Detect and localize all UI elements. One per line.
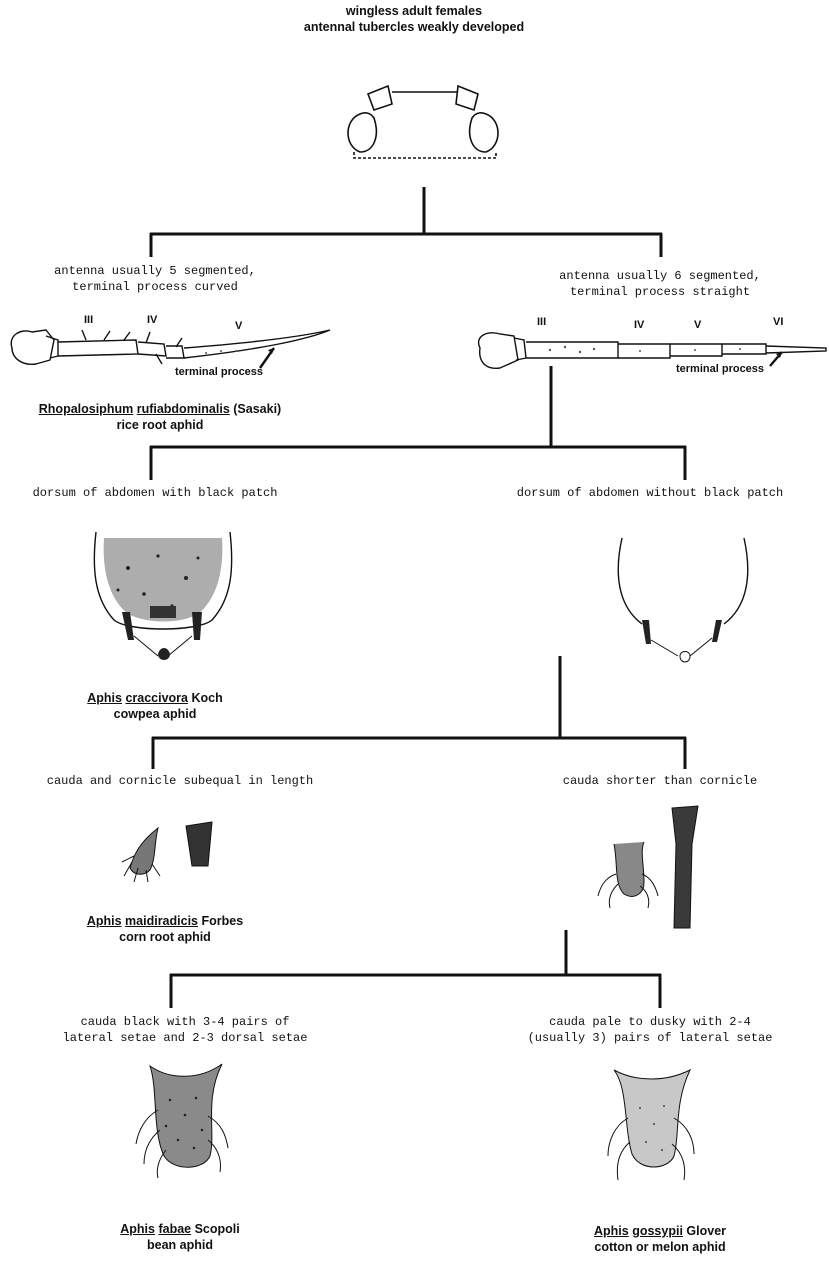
species-maidiradicis-common: corn root aphid (119, 930, 211, 944)
species-fabae-name: Aphis fabae Scopoli (120, 1222, 240, 1236)
antenna-6-segmented-figure (477, 332, 827, 369)
left-segment-V-label: V (235, 320, 243, 332)
couplet1-left-line2: terminal process curved (72, 280, 238, 294)
couplet1-right-line1: antenna usually 6 segmented, (559, 269, 761, 283)
species-gossypii-common: cotton or melon aphid (594, 1240, 726, 1254)
couplet1-left-line1: antenna usually 5 segmented, (54, 264, 256, 278)
species-craccivora-common: cowpea aphid (113, 707, 197, 721)
cauda-cornicle-subequal-figure (121, 821, 213, 883)
couplet3-right-text: cauda shorter than cornicle (562, 774, 758, 788)
couplet4-left-line2: lateral setae and 2-3 dorsal setae (62, 1031, 308, 1045)
species-maidiradicis-name: Aphis maidiradicis Forbes (86, 914, 244, 928)
right-terminal-process-label: terminal process (676, 363, 765, 375)
species-gossypii-name: Aphis gossypii Glover (593, 1224, 727, 1238)
left-segment-IV-label: IV (147, 314, 158, 326)
header-line-2: antennal tubercles weakly developed (303, 20, 525, 34)
couplet4-left-line1: cauda black with 3-4 pairs of (80, 1015, 290, 1029)
couplet2-left-text: dorsum of abdomen with black patch (32, 486, 278, 500)
right-segment-III-label: III (537, 316, 547, 328)
abdomen-with-black-patch-figure (93, 531, 233, 660)
right-segment-IV-label: IV (634, 319, 645, 331)
species-fabae-common: bean aphid (147, 1238, 213, 1252)
left-terminal-process-label: terminal process (175, 366, 264, 378)
couplet4-right-line1: cauda pale to dusky with 2-4 (549, 1015, 751, 1029)
right-segment-V-label: V (694, 319, 702, 331)
cauda-shorter-than-cornicle-figure (597, 805, 699, 929)
pale-cauda-figure (607, 1068, 695, 1181)
left-segment-III-label: III (84, 314, 94, 326)
species-rhopalosiphum-name: Rhopalosiphum rufiabdominalis (Sasaki) (38, 402, 282, 416)
couplet1-right-line2: terminal process straight (569, 285, 751, 299)
black-cauda-figure (135, 1063, 229, 1179)
couplet2-right-text: dorsum of abdomen without black patch (516, 486, 784, 500)
species-rhopalosiphum-common: rice root aphid (116, 418, 204, 432)
right-segment-VI-label: VI (773, 316, 784, 328)
abdomen-without-black-patch-figure (617, 537, 749, 663)
header-line-1: wingless adult females (345, 4, 483, 18)
couplet4-right-line2: (usually 3) pairs of lateral setae (527, 1031, 773, 1045)
species-craccivora-name: Aphis craccivora Koch (87, 691, 223, 705)
head-outline-figure (347, 84, 499, 159)
couplet3-left-text: cauda and cornicle subequal in length (46, 774, 314, 788)
antenna-5-segmented-figure (10, 329, 331, 369)
